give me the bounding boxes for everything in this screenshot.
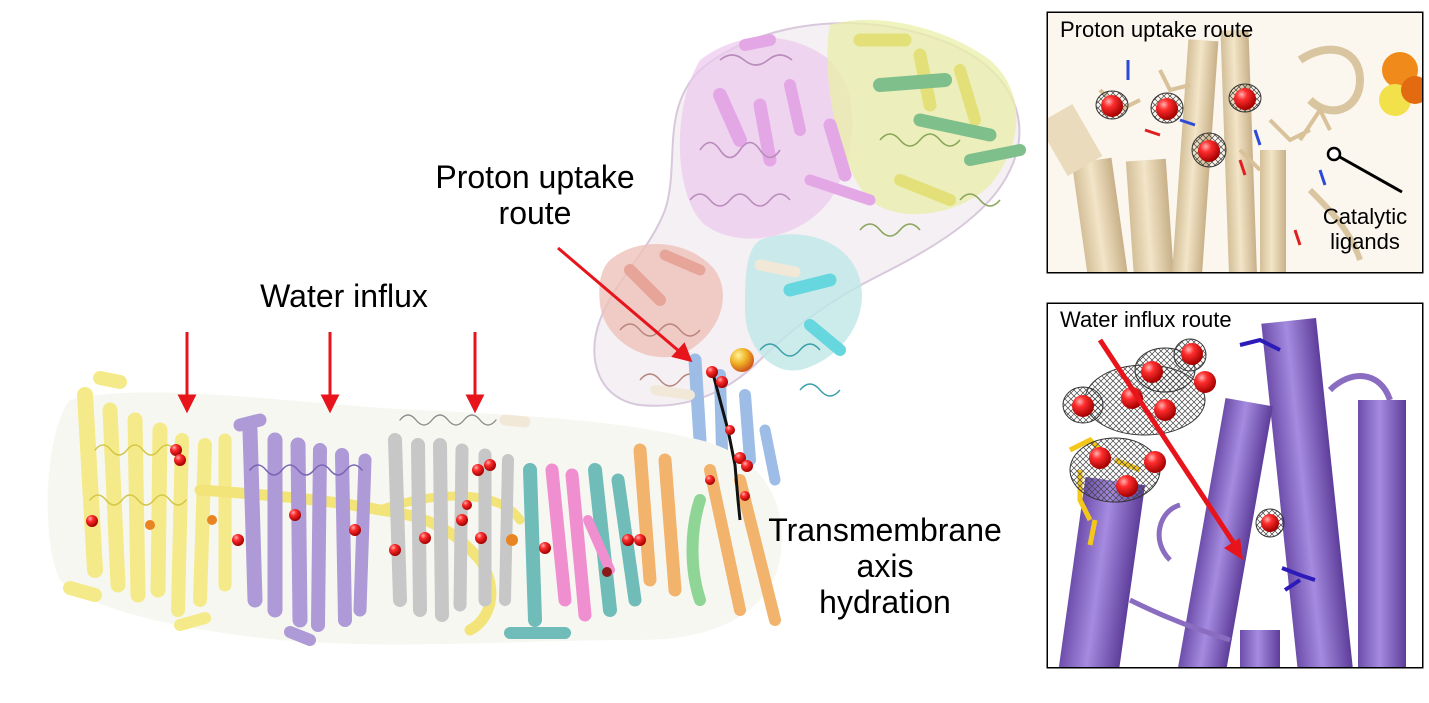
proton-uptake-arrow: [557, 246, 681, 354]
fes-cluster: [730, 348, 754, 372]
grey-subunit: [388, 414, 531, 622]
water-molecules: [86, 366, 753, 577]
proton-channel-residues: [710, 369, 742, 521]
peripheral-arm: [593, 19, 1026, 407]
yellow-subunit: [63, 371, 232, 631]
catalytic-ligands-label: Catalytic ligands: [1322, 204, 1408, 254]
main-arrows: [177, 246, 693, 414]
fes-cluster-inset: [1379, 52, 1422, 116]
transmembrane-label: Transmembrane axis hydration: [768, 512, 1002, 620]
proton-uptake-inset: [1046, 11, 1424, 274]
water-influx-label: Water influx: [260, 278, 428, 314]
purple-subunit: [233, 413, 372, 646]
proton-uptake-label: Proton uptake route: [435, 159, 635, 231]
junction-helices: [650, 353, 781, 486]
complex-structure: [47, 19, 1026, 646]
water-influx-inset-title: Water influx route: [1060, 307, 1232, 332]
water-influx-inset: [1046, 302, 1424, 669]
proton-uptake-inset-title: Proton uptake route: [1060, 17, 1254, 42]
